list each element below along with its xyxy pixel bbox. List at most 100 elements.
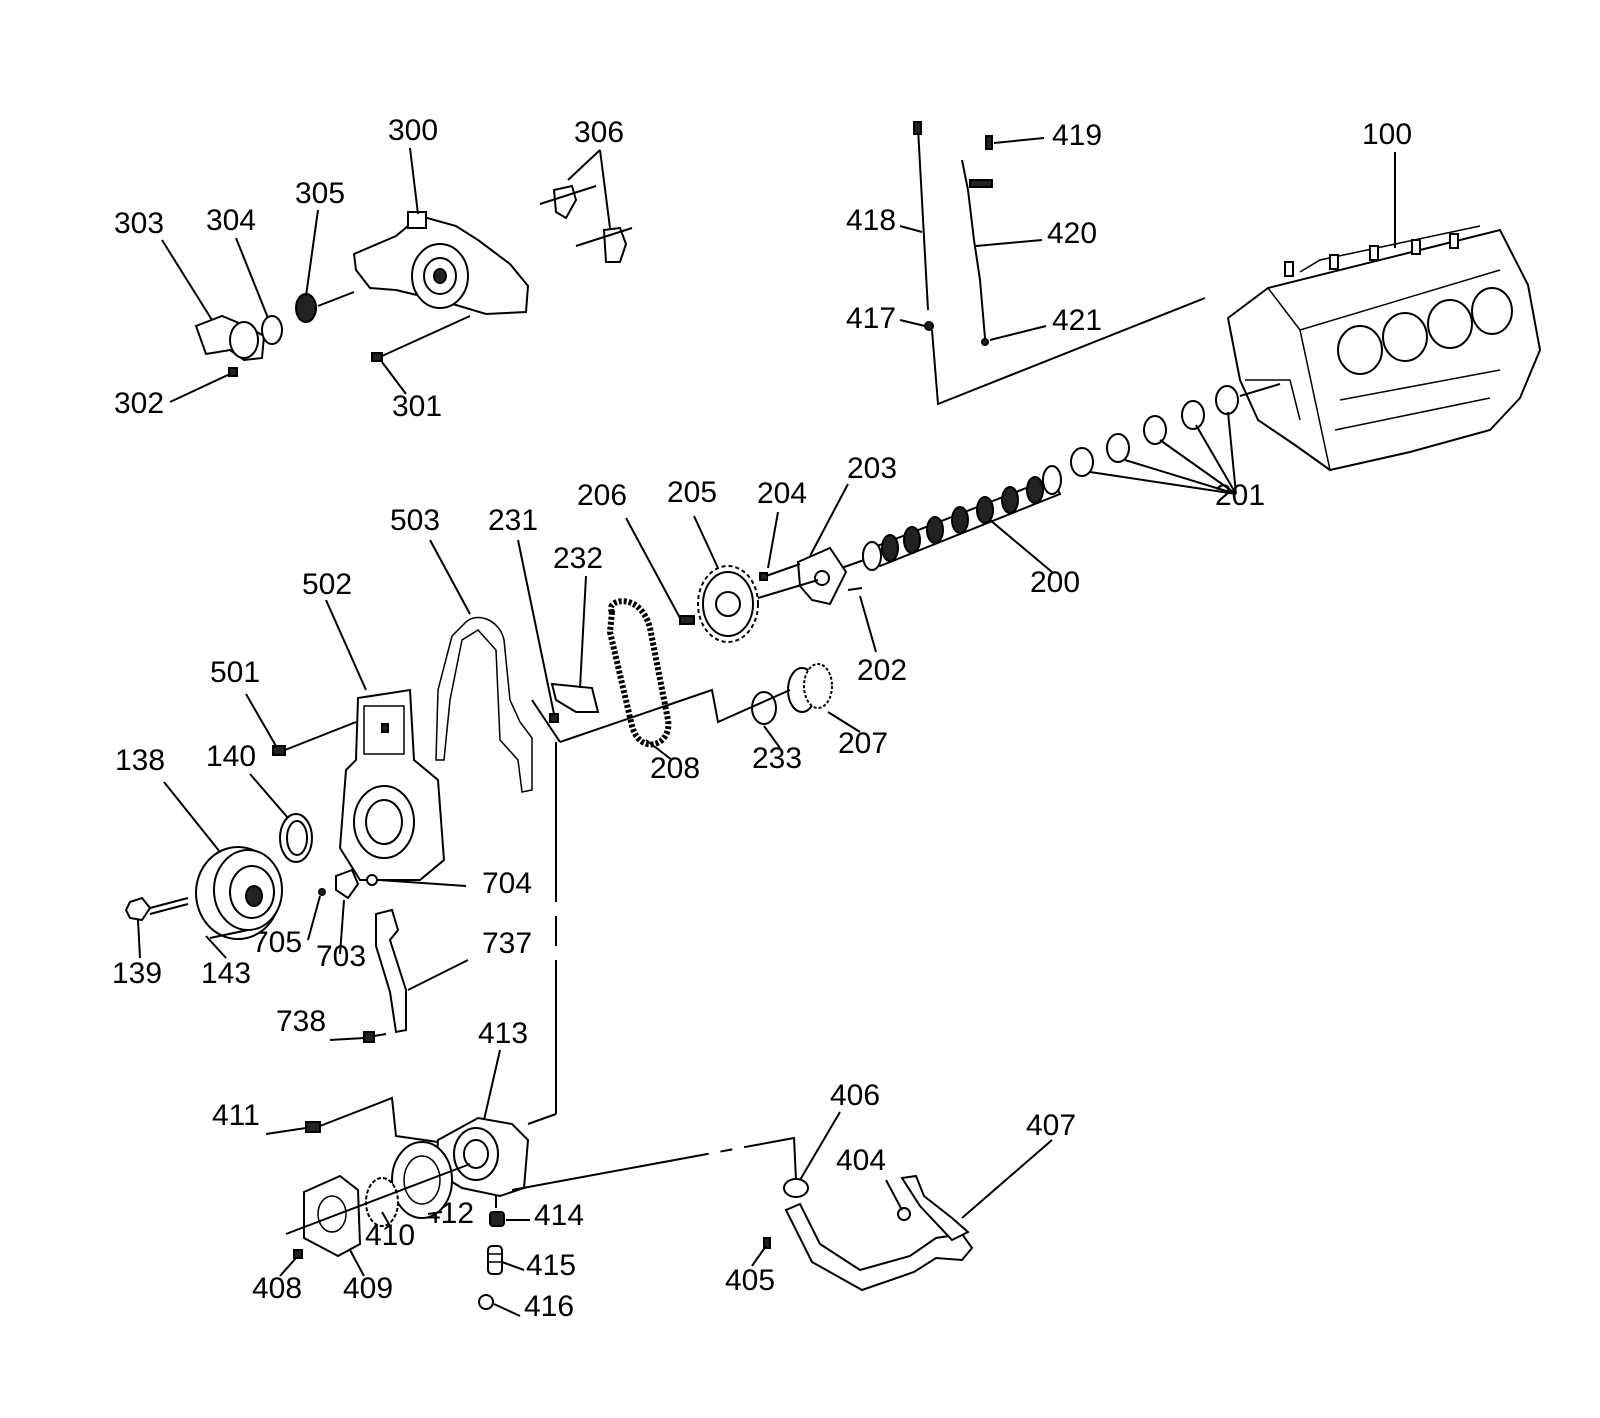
oil-pump-gear-410 [365,1177,399,1227]
label-413: 413 [478,1017,528,1050]
oil-dipstick-assembly [913,121,1206,406]
wiring-harness-737 [375,908,407,1034]
label-300: 300 [388,114,438,147]
label-203: 203 [847,452,897,485]
water-pump-300 [352,211,530,316]
shaft-line-crank [559,688,791,743]
chain-tensioner-232 [549,682,600,723]
label-138: 138 [115,744,165,777]
leader-303 [161,239,213,321]
leader-306b [599,149,611,229]
camshaft-position-sensor-703 [318,868,378,900]
leader-231 [517,539,555,715]
oil-pump-pickup-407 [763,1174,974,1292]
label-305: 305 [295,177,345,210]
label-303: 303 [114,207,164,240]
leader-418 [899,225,923,233]
water-pump-bolt-301 [371,315,471,362]
oil-pump-bolt-411 [305,1096,439,1143]
camshaft-sprocket-205 [679,565,819,643]
leader-233 [763,725,781,749]
label-501: 501 [210,656,260,689]
leader-408 [279,1257,297,1277]
label-408: 408 [252,1272,302,1305]
leader-304 [235,237,269,319]
label-417: 417 [846,302,896,335]
front-cover-gasket-503 [435,616,533,793]
leader-208 [645,739,673,761]
label-143: 143 [201,957,251,990]
balancer-bolt-139 [124,896,189,922]
shaft-line-pickup [511,1136,797,1191]
leader-407 [961,1139,1053,1219]
leader-502 [325,599,367,691]
label-738: 738 [276,1005,326,1038]
label-207: 207 [838,727,888,760]
label-405: 405 [725,1264,775,1297]
leader-416 [493,1303,521,1317]
label-737: 737 [482,927,532,960]
leader-704 [379,879,467,887]
leader-417 [899,319,926,327]
leader-139 [137,919,141,959]
bolt-302 [228,367,238,377]
label-404: 404 [836,1144,886,1177]
label-416: 416 [524,1290,574,1323]
label-410: 410 [365,1219,415,1252]
oil-pump-plate-409 [285,1163,471,1258]
label-139: 139 [112,957,162,990]
leader-206 [625,517,681,619]
engine-block-100 [1226,225,1542,472]
label-302: 302 [114,387,164,420]
label-409: 409 [343,1272,393,1305]
leader-300 [409,147,419,215]
label-406: 406 [830,1079,880,1112]
label-415: 415 [526,1249,576,1282]
leader-703 [339,899,345,955]
crankshaft-balancer-138 [195,846,283,940]
label-418: 418 [846,204,896,237]
oil-pump-cover-412 [391,1141,453,1219]
screw-408 [293,1249,303,1259]
leader-420 [975,239,1043,247]
retainer-plate-203 [759,546,863,606]
leader-305 [305,209,319,297]
bolt-738 [363,1031,387,1043]
leader-409 [349,1249,365,1277]
camshaft-bearings-201 [1070,383,1281,477]
leader-138 [163,781,221,853]
label-232: 232 [553,542,603,575]
leader-413 [483,1049,501,1121]
leader-738 [329,1037,365,1041]
label-204: 204 [757,477,807,510]
front-oil-seal-140 [279,813,313,863]
leader-306 [567,149,601,181]
label-414: 414 [534,1199,584,1232]
label-304: 304 [206,204,256,237]
shaft-line-oil-pump [527,1113,557,1125]
leader-415 [501,1261,525,1271]
leader-406 [799,1111,841,1181]
bracket-306 [539,184,633,263]
leader-411 [265,1127,307,1135]
leader-203 [809,483,849,557]
leader-232 [579,575,587,689]
leader-737 [407,959,469,991]
relief-valve-parts [478,1196,505,1310]
leader-200 [989,519,1053,573]
label-100: 100 [1362,118,1412,151]
label-420: 420 [1047,217,1097,250]
thermostat-305 [295,291,355,323]
label-205: 205 [667,476,717,509]
label-704: 704 [482,867,532,900]
leader-205 [693,515,719,569]
label-419: 419 [1052,119,1102,152]
leader-204 [767,511,779,569]
label-502: 502 [302,568,352,601]
label-407: 407 [1026,1109,1076,1142]
front-cover-502 [272,688,446,881]
label-231: 231 [488,504,538,537]
leader-202 [859,595,877,653]
leader-503 [429,539,471,615]
